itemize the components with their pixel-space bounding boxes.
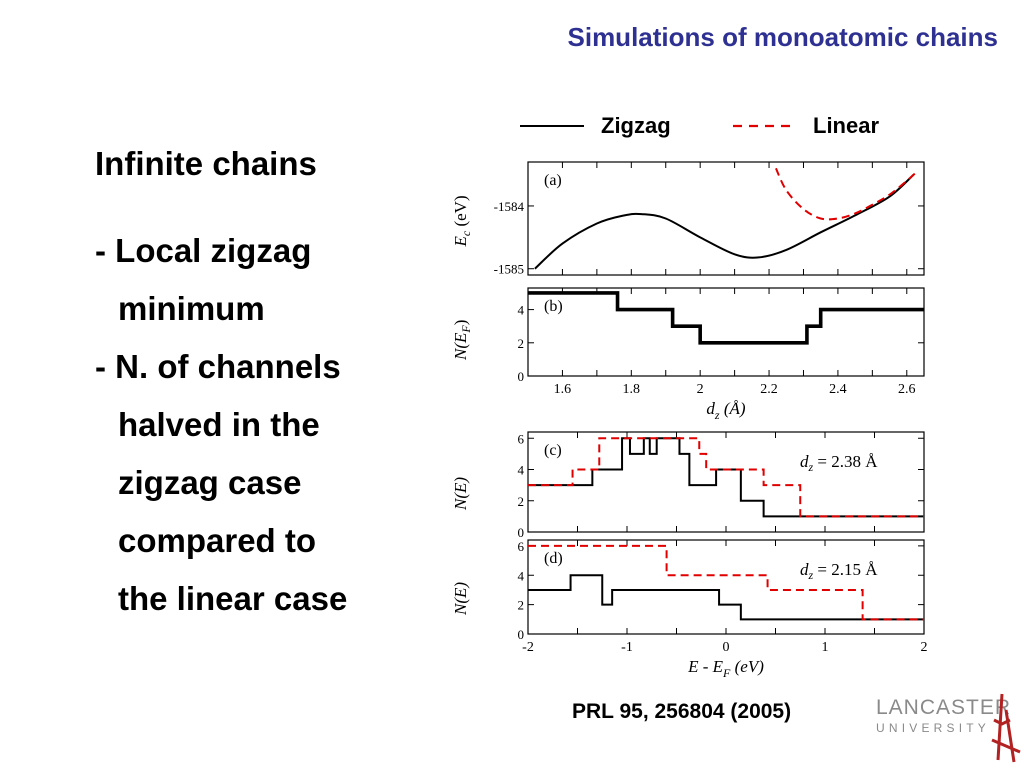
y-tick-label: 6 <box>518 539 525 554</box>
panel-label: (a) <box>544 172 562 189</box>
y-axis-label: N(E) <box>451 582 470 616</box>
y-tick-label: -1585 <box>494 262 524 277</box>
y-axis-label: Ec (eV) <box>451 195 473 247</box>
plot-frame <box>527 287 925 377</box>
chart-panel: N(E) dz = 2.38 Å <box>451 431 925 533</box>
series-zigzag-line <box>528 291 924 345</box>
series-linear-line <box>528 437 924 518</box>
x-tick-label: 2.6 <box>898 382 916 397</box>
x-tick-label: 2 <box>921 640 928 655</box>
bullet-line: the linear case <box>118 580 348 618</box>
x-axis-label: dz (Å) <box>706 399 745 422</box>
y-axis-label: N(E) <box>451 477 470 511</box>
y-tick-label: 2 <box>518 494 525 509</box>
x-tick-label: 2.2 <box>760 382 778 397</box>
chart-panel: N(EF) dz (Å) <box>451 287 925 422</box>
series-linear-line <box>528 544 924 621</box>
series-linear-line <box>775 167 918 221</box>
bullet-line: compared to <box>118 522 317 560</box>
x-tick-label: 2.4 <box>829 382 847 397</box>
y-tick-label: 0 <box>518 525 525 540</box>
y-tick-label: 0 <box>518 627 525 642</box>
x-tick-label: 0 <box>723 640 730 655</box>
legend-linear-label: Linear <box>813 113 879 138</box>
section-heading: Infinite chains <box>95 145 317 182</box>
y-tick-label: 4 <box>518 568 525 583</box>
plot-frame <box>527 161 925 276</box>
y-axis-label: N(EF) <box>451 320 473 361</box>
y-tick-label: 4 <box>518 463 525 478</box>
y-tick-label: -1584 <box>494 199 525 214</box>
bullet-line: - Local zigzag <box>95 232 312 270</box>
svg-text:UNIVERSITY: UNIVERSITY <box>876 721 990 735</box>
y-tick-label: 2 <box>518 336 525 351</box>
panel-annotation: dz = 2.38 Å <box>800 452 878 474</box>
x-tick-label: 1 <box>822 640 829 655</box>
y-tick-label: 6 <box>518 431 525 446</box>
chart-panel: Ec (eV) <box>451 161 925 276</box>
panel-label: (b) <box>544 298 563 315</box>
series-zigzag-line <box>534 173 915 270</box>
bullet-1: - Local zigzag minimum <box>95 222 347 338</box>
svg-text:LANCASTER: LANCASTER <box>876 696 1011 719</box>
y-tick-label: 4 <box>518 303 525 318</box>
chart-panel: N(E) E - EF (eV) dz = 2.15 Å <box>451 539 925 680</box>
bullet-line: - N. of channels <box>95 348 341 386</box>
series-zigzag-line <box>528 437 924 518</box>
series-zigzag-line <box>528 574 924 621</box>
x-tick-label: -2 <box>522 640 534 655</box>
x-tick-label: 1.8 <box>623 382 641 397</box>
bullet-line: halved in the <box>118 406 320 444</box>
x-axis-label: E - EF (eV) <box>687 657 764 680</box>
x-tick-label: 2 <box>697 382 704 397</box>
y-tick-label: 0 <box>518 369 525 384</box>
bullet-line: zigzag case <box>118 464 302 502</box>
panel-annotation: dz = 2.15 Å <box>800 560 878 582</box>
university-logo: LANCASTER UNIVERSITY <box>876 693 1021 763</box>
x-tick-label: -1 <box>621 640 633 655</box>
legend-zigzag-label: Zigzag <box>601 113 671 138</box>
x-tick-label: 1.6 <box>554 382 572 397</box>
bullet-line: minimum <box>118 290 265 328</box>
bullet-text-block: Infinite chains - Local zigzag minimum -… <box>95 145 347 628</box>
y-tick-label: 2 <box>518 598 525 613</box>
citation: PRL 95, 256804 (2005) <box>572 700 792 723</box>
panel-label: (c) <box>544 442 562 459</box>
slide-title: Simulations of monoatomic chains <box>567 22 999 52</box>
logo-emblem-icon <box>991 693 1021 763</box>
bullet-2: - N. of channels halved in the zigzag ca… <box>95 338 347 628</box>
panel-label: (d) <box>544 550 563 567</box>
